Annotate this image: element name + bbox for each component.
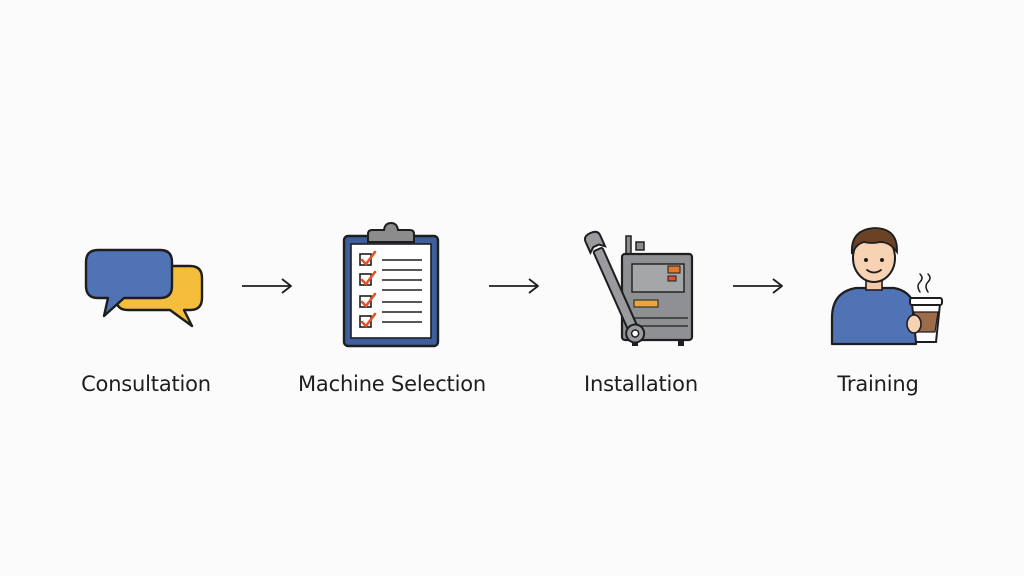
step-label: Training — [837, 372, 919, 396]
arrow-right-icon — [242, 278, 292, 294]
step-label: Installation — [584, 372, 698, 396]
clipboard-checklist-icon — [342, 221, 440, 348]
arrow-right-icon — [489, 278, 539, 294]
step-label: Consultation — [81, 372, 211, 396]
speech-bubbles-icon — [84, 248, 204, 328]
arrow-right-icon — [733, 278, 783, 294]
step-label: Machine Selection — [298, 372, 486, 396]
wrench-and-machine-icon — [583, 230, 694, 346]
person-with-coffee-icon — [830, 227, 943, 346]
